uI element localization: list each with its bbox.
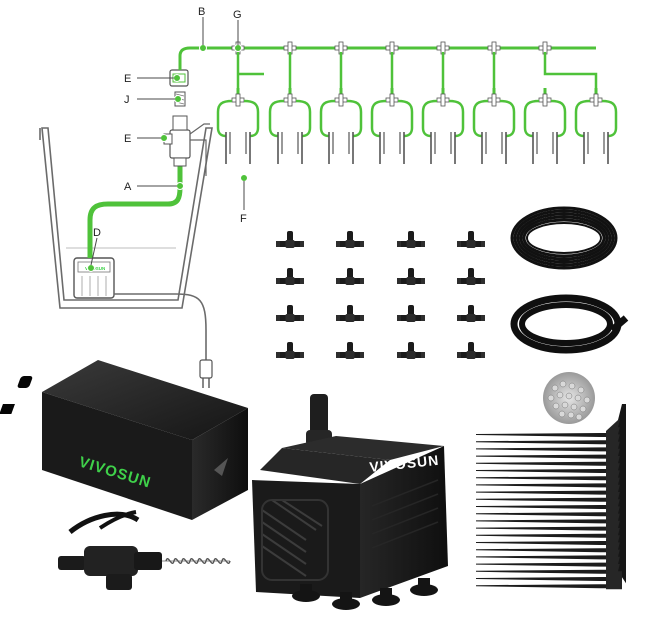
callout-e-top: E [124, 73, 131, 85]
main-tubing-coil [510, 294, 629, 354]
valve-assembly [163, 69, 210, 176]
power-cord-diagram [114, 293, 207, 360]
pump-brand-text: VIVOSUN [369, 452, 440, 475]
tee-connectors-grid [276, 231, 485, 359]
callout-e-mid: E [124, 133, 131, 145]
callout-f: F [240, 213, 247, 225]
drip-stake-units [218, 88, 616, 164]
submersible-pump: VIVOSUN [252, 394, 448, 610]
feed-tube [87, 164, 183, 258]
drip-stake [476, 555, 626, 590]
planter-outline [41, 127, 213, 309]
drip-stakes-bundle [476, 404, 626, 590]
callout-d: D [93, 227, 101, 239]
drip-tubing-coil [510, 206, 618, 270]
pump-diagram-brand: VIVOSUN [85, 266, 105, 271]
valve-adapter-part [58, 510, 231, 590]
main-supply-line [178, 46, 596, 70]
callout-g: G [233, 9, 242, 21]
submersible-pump-diagram: VIVOSUN [73, 257, 115, 299]
callout-markers [87, 44, 248, 272]
timer-outlet-box: VIVOSUN [0, 360, 248, 520]
callout-b: B [198, 6, 205, 18]
system-diagram: VIVOSUN [39, 6, 616, 388]
callout-a: A [124, 181, 132, 193]
plug-diagram [199, 359, 213, 388]
filter-gravel [543, 372, 595, 424]
callout-leaders [90, 17, 245, 266]
branch-lines [236, 52, 598, 88]
callout-j: J [124, 94, 130, 106]
